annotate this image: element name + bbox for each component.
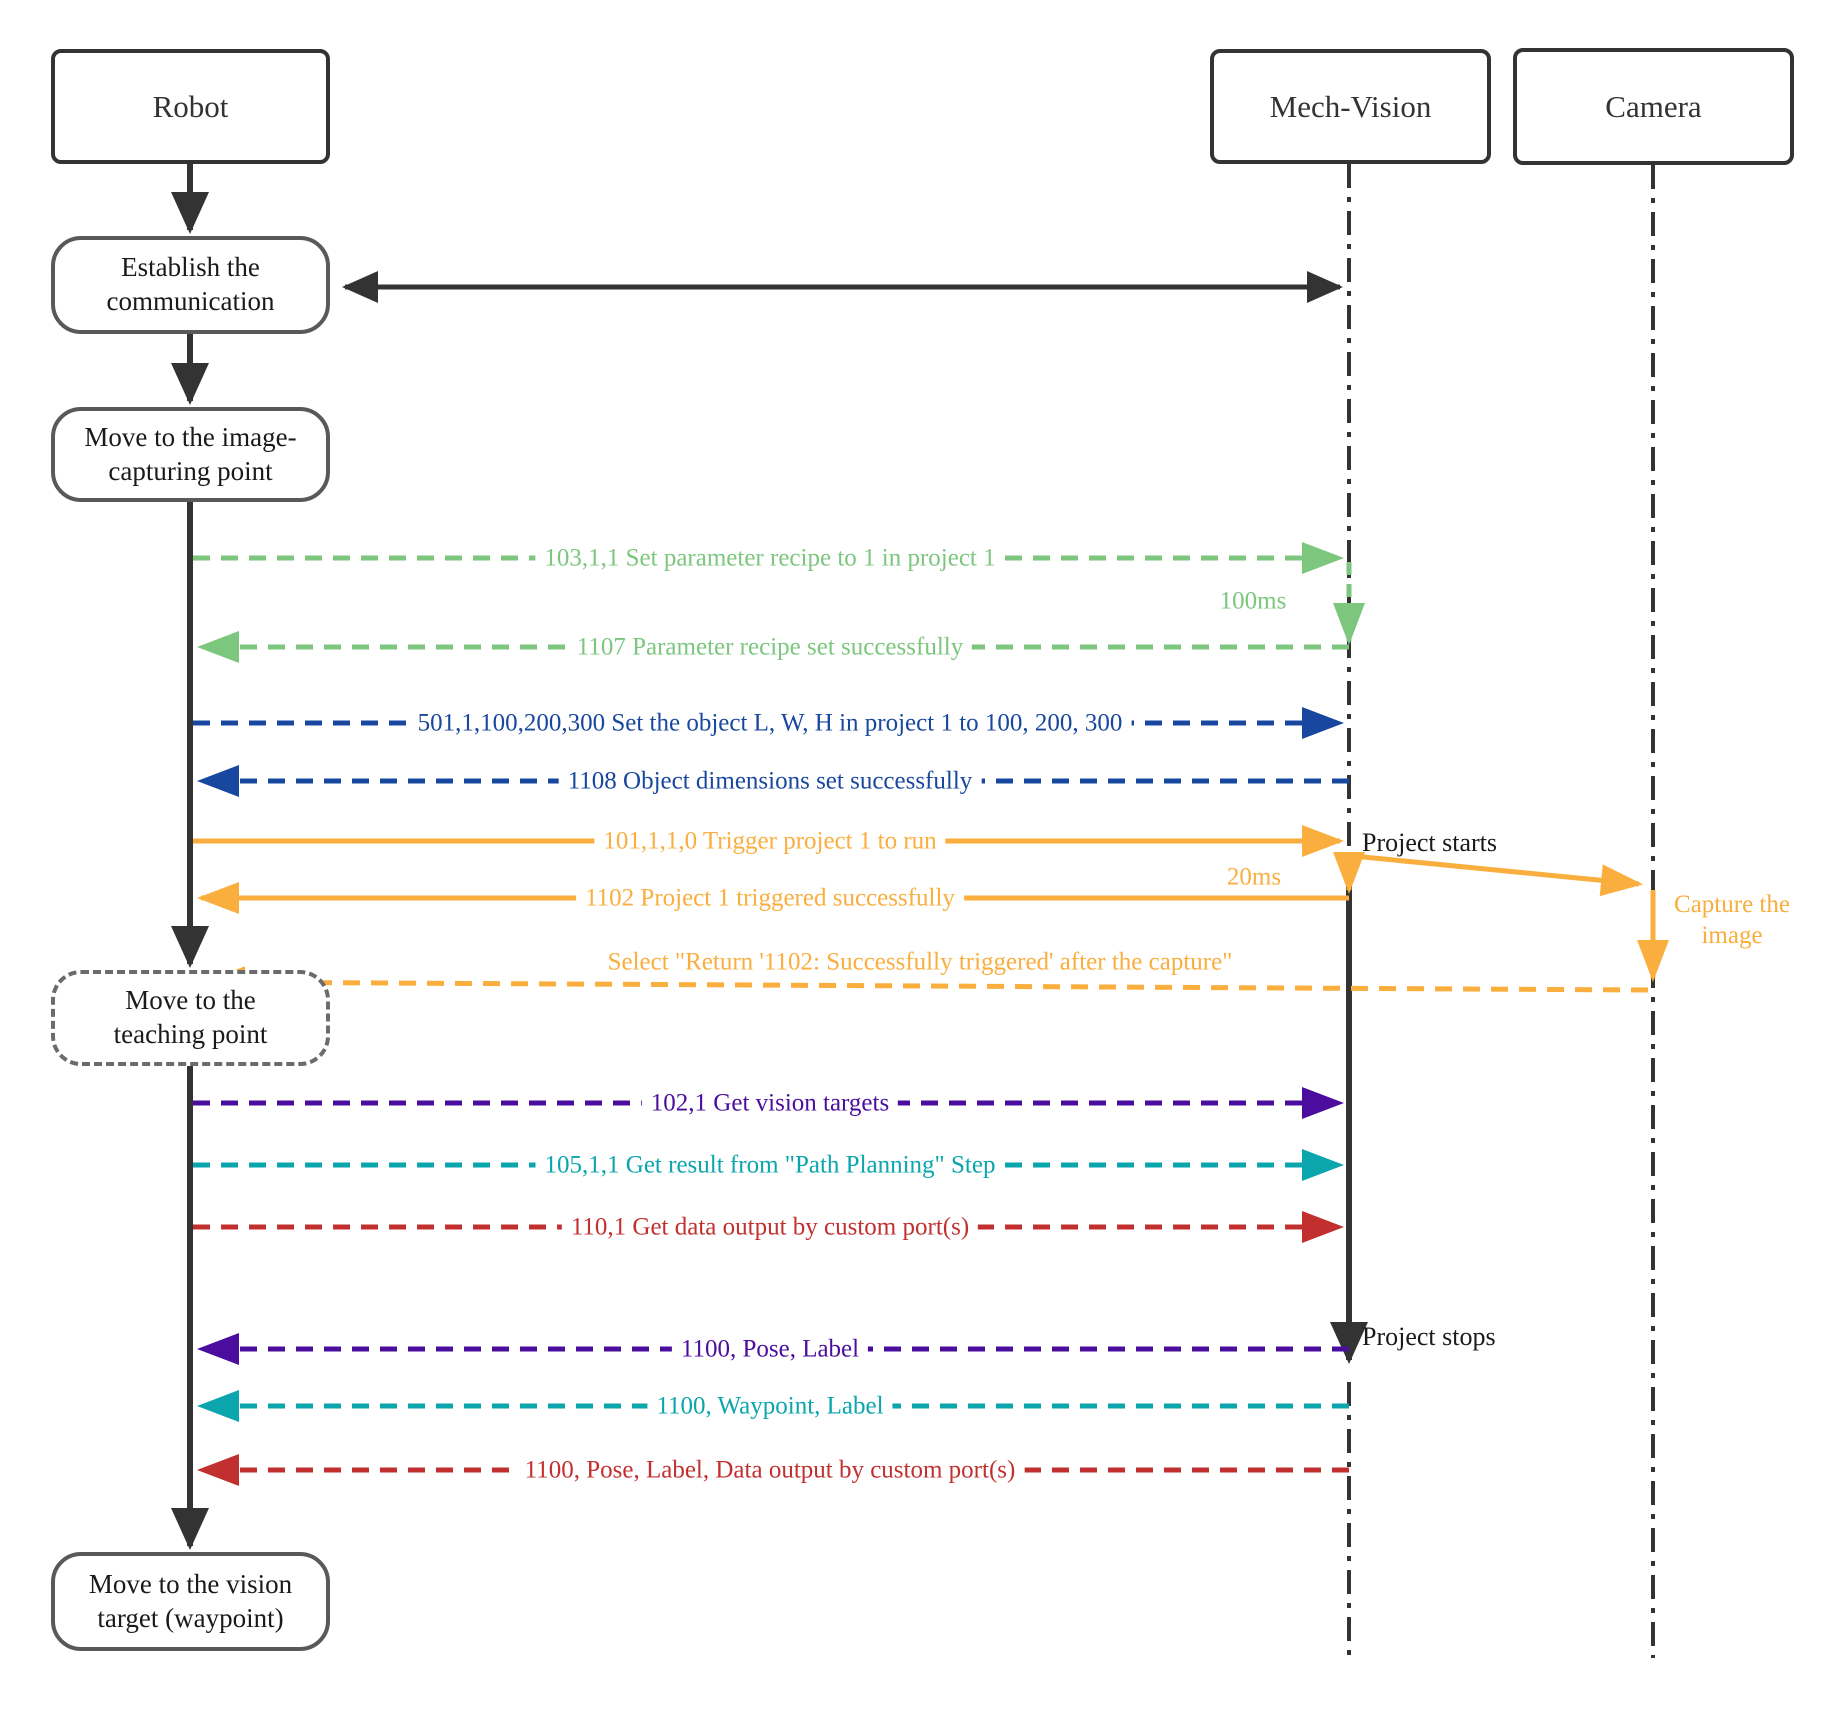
message-label-trigger-project: 101,1,1,0 Trigger project 1 to run — [594, 827, 946, 855]
process-move-to-vision-target: Move to the vision target (waypoint) — [51, 1552, 330, 1651]
note-capture-image: Capture the image — [1674, 890, 1790, 949]
message-label-trigger-ok: 1102 Project 1 triggered successfully — [576, 884, 964, 912]
message-label-get-targets: 102,1 Get vision targets — [641, 1089, 899, 1117]
message-label-dimensions-ok: 1108 Object dimensions set successfully — [558, 767, 982, 795]
actor-camera-label: Camera — [1605, 88, 1702, 124]
process-move-to-capture-point-label: Move to the image-capturing point — [84, 421, 297, 486]
process-establish-communication: Establish the communication — [51, 236, 330, 334]
latency-label-100ms: 100ms — [1219, 587, 1287, 615]
message-label-get-path: 105,1,1 Get result from "Path Planning" … — [535, 1151, 1005, 1179]
actor-mech-vision-label: Mech-Vision — [1269, 88, 1432, 124]
latency-label-20ms: 20ms — [1226, 863, 1282, 891]
message-label-capture-option: Select "Return '1102: Successfully trigg… — [607, 948, 1233, 976]
message-label-set-recipe: 103,1,1 Set parameter recipe to 1 in pro… — [535, 544, 1005, 572]
actor-camera: Camera — [1513, 48, 1794, 165]
note-project-stops: Project stops — [1362, 1322, 1496, 1351]
message-line-capture-option — [203, 966, 1649, 999]
process-move-to-capture-point: Move to the image-capturing point — [51, 407, 330, 502]
note-project-starts: Project starts — [1362, 828, 1498, 857]
message-label-set-dimensions: 501,1,100,200,300 Set the object L, W, H… — [408, 709, 1132, 737]
actor-mech-vision: Mech-Vision — [1210, 49, 1491, 164]
process-move-to-vision-target-label: Move to the vision target (waypoint) — [88, 1568, 293, 1633]
message-label-return-custom: 1100, Pose, Label, Data output by custom… — [515, 1456, 1025, 1484]
message-label-recipe-ok: 1107 Parameter recipe set successfully — [567, 633, 973, 661]
message-label-return-pose: 1100, Pose, Label — [671, 1335, 869, 1363]
process-move-to-teaching-point: Move to the teaching point — [51, 970, 330, 1066]
process-move-to-teaching-point-label: Move to the teaching point — [113, 985, 268, 1049]
actor-robot: Robot — [51, 49, 330, 164]
process-establish-communication-label: Establish the communication — [106, 252, 275, 316]
actor-robot-label: Robot — [152, 88, 229, 124]
capture-image-arrow — [1352, 853, 1643, 897]
message-label-return-waypoint: 1100, Waypoint, Label — [647, 1392, 893, 1420]
message-label-get-custom: 110,1 Get data output by custom port(s) — [561, 1213, 979, 1241]
